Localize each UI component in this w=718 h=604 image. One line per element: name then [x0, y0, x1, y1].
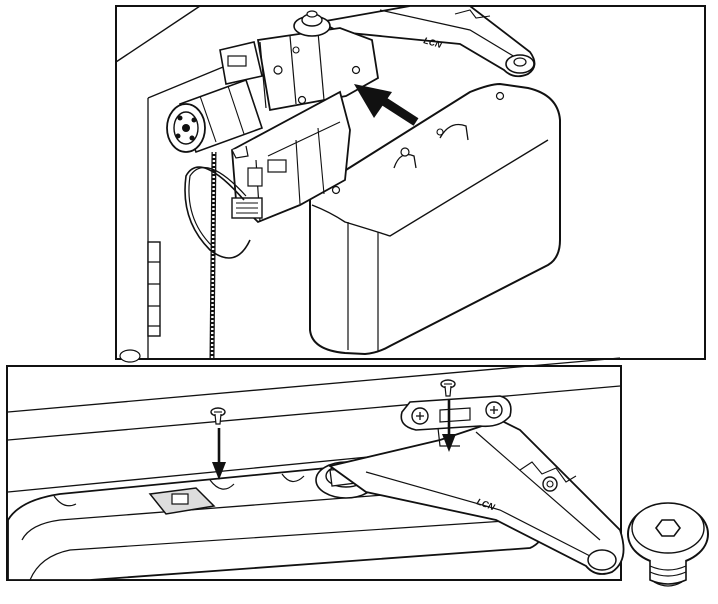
arrow-down-screw-right [442, 400, 456, 452]
screw-left [210, 407, 226, 425]
operator-cover [309, 82, 561, 356]
lintel-line-bottom [7, 385, 621, 441]
operator-mechanism [166, 10, 379, 224]
bottom-panel: LCN [6, 357, 625, 581]
hex-socket-screw-detail [627, 502, 709, 587]
door-hinge [119, 241, 161, 363]
lintel-line-top [7, 357, 621, 413]
mounting-plate [400, 395, 512, 447]
power-cable [184, 151, 251, 359]
top-panel: LCN [115, 5, 706, 363]
arrow-down-screw-left [212, 428, 226, 480]
closer-arm-bottom: LCN [327, 419, 625, 575]
arrow-pointing-to-mounting-slot [354, 84, 419, 126]
closer-arm-top: LCN [317, 5, 536, 78]
screw-right [440, 379, 456, 397]
wall-edge-line [115, 5, 201, 63]
